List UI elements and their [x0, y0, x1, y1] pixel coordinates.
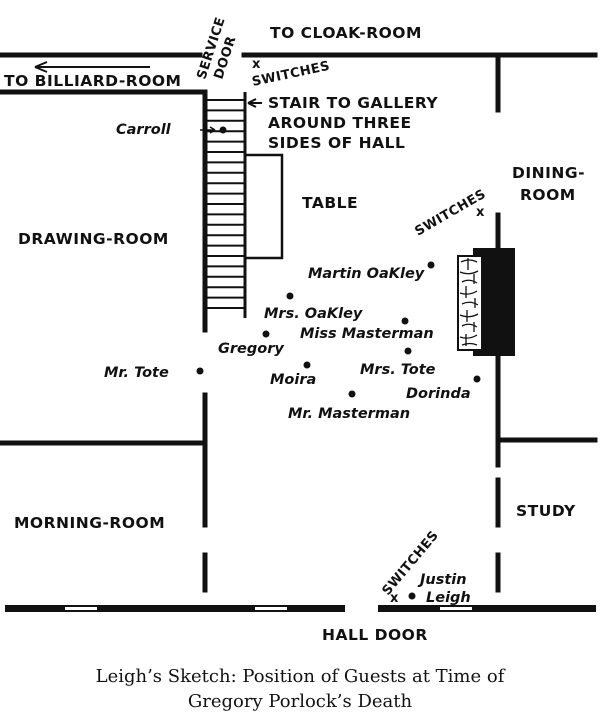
- guest-dot-carroll: [219, 126, 227, 134]
- caption-line1: Leigh’s Sketch: Position of Guests at Ti…: [96, 666, 506, 687]
- switch-mark-dining: x: [476, 205, 485, 220]
- guest-dot-martin-oakley: [427, 261, 435, 269]
- guest-label-leigh: Leigh: [426, 590, 471, 606]
- dining-room-label-line2: ROOM: [520, 186, 576, 204]
- study-label: STUDY: [516, 502, 576, 520]
- fireplace: [457, 248, 515, 356]
- stair-label-line3: SIDES OF HALL: [268, 134, 405, 152]
- stair-label-line2: AROUND THREE: [268, 114, 412, 132]
- guest-label-justin: Justin: [417, 572, 467, 588]
- guest-label-martin-oakley: Martin OaKley: [308, 266, 425, 282]
- switch-mark-bottom: x: [390, 591, 399, 606]
- table-outline: [245, 153, 284, 260]
- guest-dot-mrs-tote: [404, 347, 412, 355]
- hall-door-label: HALL DOOR: [322, 626, 428, 644]
- carroll-arrow: [200, 126, 216, 134]
- guest-dot-gregory: [262, 330, 270, 338]
- guest-label-mrs-tote: Mrs. Tote: [360, 362, 436, 378]
- guest-dot-leigh: [408, 592, 416, 600]
- guest-dot-miss-masterman: [401, 317, 409, 325]
- billiard-room-label: TO BILLIARD-ROOM: [4, 72, 181, 90]
- guest-label-mr-tote: Mr. Tote: [104, 365, 169, 381]
- switches-label-top: SWITCHES: [251, 59, 332, 90]
- guest-label-mr-masterman: Mr. Masterman: [288, 406, 410, 422]
- guest-dot-mrs-oakley: [286, 292, 294, 300]
- table-label: TABLE: [302, 194, 358, 212]
- guest-label-mrs-oakley: Mrs. OaKley: [264, 306, 363, 322]
- drawing-room-label: DRAWING-ROOM: [18, 230, 169, 248]
- guest-label-carroll: Carroll: [116, 122, 172, 138]
- switches-label-bottom: SWITCHES: [380, 528, 442, 598]
- stair-label-line1: STAIR TO GALLERY: [268, 94, 438, 112]
- guest-markers: [196, 126, 481, 600]
- guest-dot-mr-masterman: [348, 390, 356, 398]
- guest-dot-dorinda: [473, 375, 481, 383]
- guest-dot-moira: [303, 361, 311, 369]
- morning-room-label: MORNING-ROOM: [14, 514, 165, 532]
- billiard-arrow: [34, 61, 150, 73]
- bottom-wall: [5, 605, 596, 612]
- staircase: [203, 92, 247, 318]
- guest-dot-mr-tote: [196, 367, 204, 375]
- caption-line2: Gregory Porlock’s Death: [188, 691, 413, 712]
- cloak-room-label: TO CLOAK-ROOM: [270, 24, 422, 42]
- stair-arrow: [247, 98, 262, 108]
- guest-label-dorinda: Dorinda: [406, 386, 471, 402]
- guest-label-gregory: Gregory: [218, 341, 284, 357]
- switch-mark-top: x: [252, 57, 261, 72]
- guest-label-miss-masterman: Miss Masterman: [300, 326, 434, 342]
- guest-label-moira: Moira: [270, 372, 316, 388]
- dining-room-label-line1: DINING-: [512, 164, 585, 182]
